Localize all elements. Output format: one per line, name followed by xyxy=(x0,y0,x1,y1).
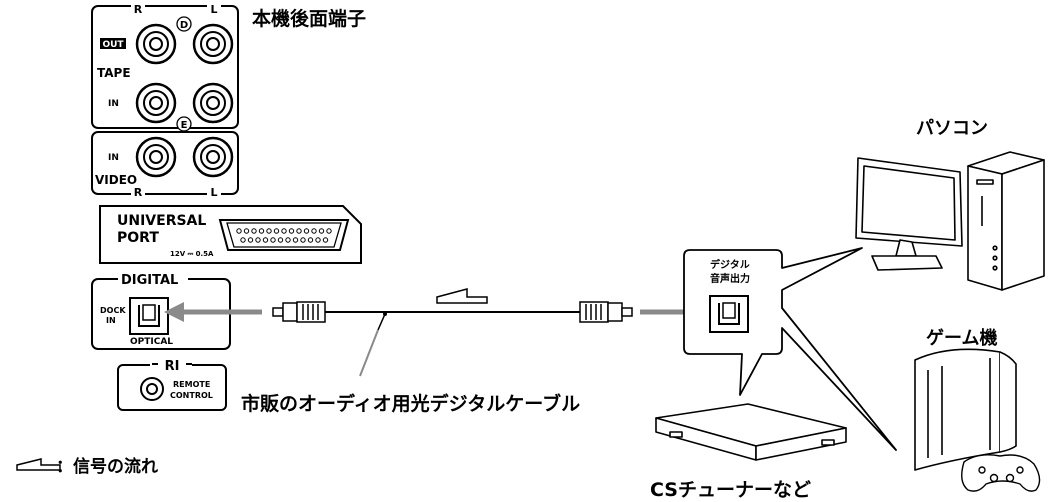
optical-input-jack xyxy=(129,297,169,335)
cable-label: 市販のオーディオ用光デジタルケーブル xyxy=(241,392,580,415)
connector-pin xyxy=(285,237,291,243)
universal-port: UNIVERSAL PORT 12V ⎓ 0.5A xyxy=(99,205,362,264)
connector-pin xyxy=(311,228,317,234)
remote-line1: REMOTE xyxy=(173,380,210,389)
legend: ：信号の流れ xyxy=(16,456,158,477)
cable-plug-left xyxy=(272,301,326,323)
panel-title: 本機後面端子 xyxy=(252,7,366,30)
connector-pin xyxy=(322,237,329,243)
cable-plug-right xyxy=(579,301,633,323)
optical-label: OPTICAL xyxy=(130,337,173,347)
tape-in-r-jack xyxy=(135,82,177,124)
connector-pin xyxy=(255,237,261,243)
connector-pin xyxy=(258,228,265,234)
connector-pin xyxy=(296,228,302,234)
tape-in-label: IN xyxy=(108,99,119,109)
connector-pin xyxy=(273,228,280,234)
source-jack-callout: デジタル 音声出力 xyxy=(683,247,897,451)
marker-d: D xyxy=(176,16,192,32)
svg-text:D: D xyxy=(180,20,188,31)
universal-port-rating: 12V ⎓ 0.5A xyxy=(170,250,214,258)
connector-pin xyxy=(303,228,310,234)
connector-pin xyxy=(281,228,287,234)
rca-jacks xyxy=(135,23,234,178)
pc-icon xyxy=(855,151,1045,291)
marker-e: E xyxy=(176,116,192,132)
game-controller-icon xyxy=(961,454,1041,492)
digital-label: DIGITAL xyxy=(121,273,178,288)
tape-out-r-jack xyxy=(135,23,177,65)
tape-out-l-jack xyxy=(192,23,234,65)
connector-pin xyxy=(288,228,295,234)
connector-pin xyxy=(243,228,250,234)
universal-port-line2: PORT xyxy=(117,230,159,246)
dock-line1: DOCK xyxy=(100,306,126,315)
connector-pin xyxy=(270,237,276,243)
optical-output-jack xyxy=(709,295,749,333)
out-badge: OUT xyxy=(100,38,126,50)
game-label: ゲーム機 xyxy=(926,327,997,349)
video-in-l-jack xyxy=(192,136,234,178)
source-jack-line2: 音声出力 xyxy=(710,272,750,285)
connector-pin xyxy=(236,228,242,234)
connector-pin xyxy=(262,237,269,243)
flow-direction-icon xyxy=(436,288,488,304)
source-jack-line1: デジタル xyxy=(710,258,750,271)
game-console-icon xyxy=(914,348,1017,471)
connector-pin xyxy=(315,237,321,243)
connector-pin xyxy=(277,237,284,243)
tape-r-label: R xyxy=(134,3,143,16)
connector-pin xyxy=(251,228,257,234)
ri-label: RI xyxy=(165,359,180,374)
connector-pin xyxy=(247,237,254,243)
tape-label: TAPE xyxy=(97,66,131,80)
legend-flow-icon xyxy=(16,458,61,471)
connector-pin xyxy=(240,237,246,243)
connector-pin xyxy=(326,228,332,234)
connector-pin xyxy=(292,237,299,243)
legend-text: ：信号の流れ xyxy=(56,456,158,477)
optical-cable xyxy=(272,301,633,323)
video-l-label: L xyxy=(210,186,217,199)
tuner-label: CSチューナーなど xyxy=(650,479,811,501)
video-r-label: R xyxy=(134,186,143,199)
universal-port-line1: UNIVERSAL xyxy=(117,213,206,229)
pc-label: パソコン xyxy=(916,118,988,139)
video-in-label: IN xyxy=(108,153,119,163)
remote-line2: CONTROL xyxy=(170,391,213,400)
video-label: VIDEO xyxy=(95,173,137,187)
connector-pin xyxy=(318,228,325,234)
signal-arrow-left xyxy=(164,302,262,322)
connector-pin xyxy=(307,237,314,243)
tape-in-l-jack xyxy=(192,82,234,124)
connector-pin xyxy=(300,237,306,243)
digital-panel: DIGITAL DOCK IN OPTICAL xyxy=(91,272,231,350)
connector-pin xyxy=(266,228,272,234)
remote-panel: RI REMOTE CONTROL xyxy=(117,358,227,411)
dock-line2: IN xyxy=(106,316,116,325)
tape-video-panel xyxy=(91,5,239,195)
video-in-r-jack xyxy=(135,136,177,178)
out-label: OUT xyxy=(102,40,124,50)
svg-text:E: E xyxy=(181,120,188,131)
tape-l-label: L xyxy=(210,3,217,16)
tuner-icon xyxy=(655,403,847,461)
universal-port-connector xyxy=(218,219,350,251)
remote-jack xyxy=(140,377,164,401)
